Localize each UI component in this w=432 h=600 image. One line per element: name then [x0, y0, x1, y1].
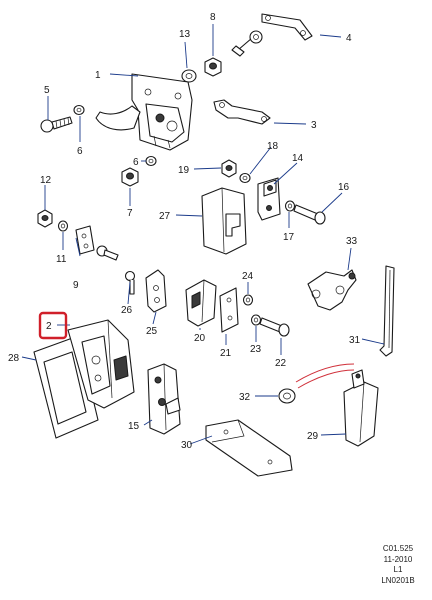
part-11-plate [75, 225, 95, 255]
callout-20[interactable]: 20 [194, 333, 206, 344]
part-10-washer [57, 220, 69, 232]
reference-block: C01.525 11-2010 L1 LN0201B [368, 544, 428, 586]
part-32-washer [278, 388, 296, 404]
callout-4[interactable]: 4 [346, 33, 352, 44]
part-5-screw [40, 116, 73, 133]
callout-2-highlight-box [38, 311, 68, 340]
red-cable [295, 363, 355, 389]
callout-14[interactable]: 14 [292, 153, 304, 164]
callout-32[interactable]: 32 [239, 392, 251, 403]
callout-2[interactable]: 2 [46, 321, 52, 332]
drawing-code: C01.525 [382, 544, 414, 553]
part-15-catch [147, 363, 181, 435]
part-3-linkage-rod [213, 99, 271, 125]
part-18-washer [239, 172, 251, 184]
part-16-bolt [293, 204, 326, 225]
drawing-sheet: L1 [393, 565, 403, 574]
callout-25[interactable]: 25 [146, 326, 158, 337]
part-31-long-rod [379, 265, 395, 357]
callout-31[interactable]: 31 [349, 335, 361, 346]
part-17-washer [284, 200, 296, 212]
drawing-number: LN0201B [381, 575, 415, 585]
callout-17[interactable]: 17 [283, 232, 295, 243]
part-30-mounting-plate [205, 419, 293, 477]
callout-9[interactable]: 9 [73, 280, 79, 291]
part-29-actuator [343, 369, 379, 447]
part-26-screw [124, 270, 136, 295]
callout-labels: 1 2 3 4 5 6 6 7 8 9 11 12 13 14 15 16 17… [8, 12, 361, 451]
part-24-washer [242, 294, 254, 306]
leader-lines [21, 24, 385, 445]
callout-6-lower[interactable]: 6 [133, 157, 139, 168]
callout-18[interactable]: 18 [267, 141, 279, 152]
callout-12[interactable]: 12 [40, 175, 52, 186]
part-6-washer-upper [73, 104, 85, 116]
part-23-washer [250, 314, 262, 326]
part-8-nut [204, 57, 222, 77]
callout-6-upper[interactable]: 6 [77, 146, 83, 157]
callout-33[interactable]: 33 [346, 236, 358, 247]
callout-13[interactable]: 13 [179, 29, 191, 40]
part-33-pivot-bracket [307, 269, 357, 311]
drawing-date: 11-2010 [383, 554, 413, 564]
callout-1[interactable]: 1 [95, 70, 101, 81]
callout-16[interactable]: 16 [338, 182, 350, 193]
part-20-block [185, 279, 217, 327]
part-1-latch-mechanism [95, 73, 193, 151]
part-21-plate [219, 287, 239, 333]
callout-30[interactable]: 30 [181, 440, 193, 451]
part-14-bracket [257, 177, 281, 221]
callout-8[interactable]: 8 [210, 12, 216, 23]
part-12-nut [37, 209, 53, 228]
callout-29[interactable]: 29 [307, 431, 319, 442]
callout-24[interactable]: 24 [242, 271, 254, 282]
callout-5[interactable]: 5 [44, 85, 50, 96]
callout-22[interactable]: 22 [275, 358, 287, 369]
callout-3[interactable]: 3 [311, 120, 317, 131]
part-7-nut [121, 167, 139, 187]
part-25-bracket [145, 269, 167, 313]
callout-19[interactable]: 19 [178, 165, 190, 176]
callout-21[interactable]: 21 [220, 348, 232, 359]
callout-7[interactable]: 7 [127, 208, 133, 219]
callout-15[interactable]: 15 [128, 421, 140, 432]
part-22-bolt [259, 317, 290, 337]
part-4-strap-and-key [231, 13, 313, 57]
callout-26[interactable]: 26 [121, 305, 133, 316]
callout-28[interactable]: 28 [8, 353, 20, 364]
part-27-striker-block [201, 187, 247, 255]
callout-11[interactable]: 11 [56, 254, 67, 265]
part-6-washer-lower [145, 155, 157, 167]
part-13-washer [181, 69, 197, 83]
part-19-nut [221, 159, 237, 178]
part-2-latch-housing [67, 319, 135, 409]
part-9-screw [96, 245, 119, 261]
callout-23[interactable]: 23 [250, 344, 262, 355]
callout-27[interactable]: 27 [159, 211, 171, 222]
